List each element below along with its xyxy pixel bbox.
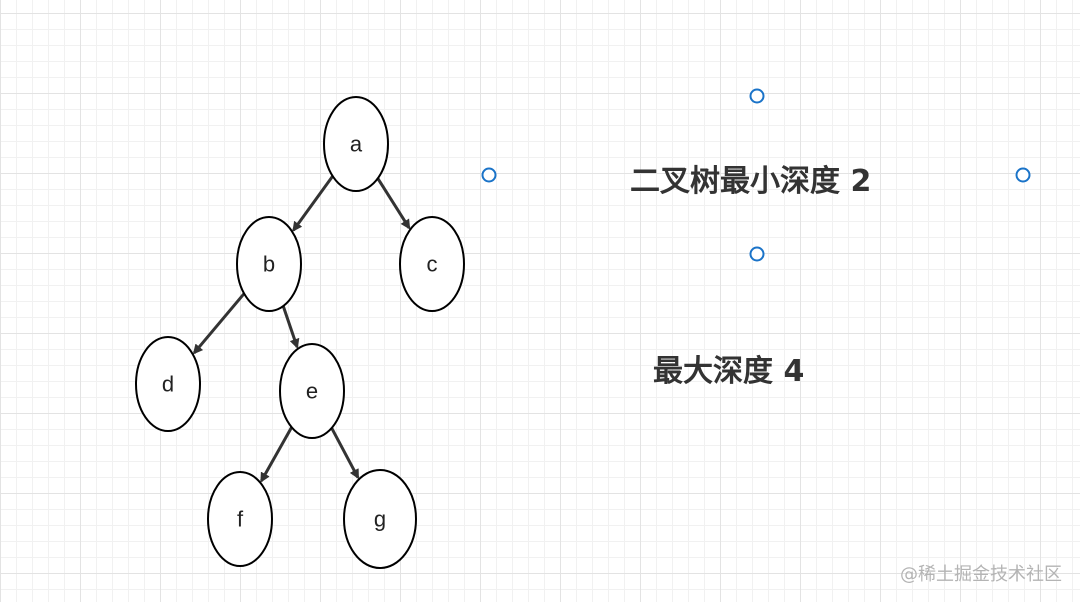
node-e-label: e xyxy=(306,379,318,404)
min-depth-label[interactable]: 二叉树最小深度 2 xyxy=(630,164,872,199)
node-e-shape xyxy=(279,343,345,439)
edge-b-e xyxy=(281,305,300,349)
edge-e-f xyxy=(260,426,293,483)
edges xyxy=(192,175,411,483)
edge-e-g xyxy=(330,427,360,480)
selection-handle-right[interactable] xyxy=(1015,167,1031,183)
nodes: a b c d e f g xyxy=(135,96,465,569)
node-a-shape xyxy=(323,96,389,192)
node-f-label: f xyxy=(237,507,244,532)
edge-b-d xyxy=(192,292,246,355)
watermark: @稀土掘金技术社区 xyxy=(900,564,1062,585)
node-g-shape xyxy=(343,469,417,569)
node-f-shape xyxy=(207,471,273,567)
node-c-shape xyxy=(399,216,465,312)
node-c[interactable]: c xyxy=(399,216,465,312)
node-g-label: g xyxy=(374,507,386,532)
node-e[interactable]: e xyxy=(279,343,345,439)
node-d[interactable]: d xyxy=(135,336,201,432)
max-depth-label[interactable]: 最大深度 4 xyxy=(653,354,805,389)
node-f[interactable]: f xyxy=(207,471,273,567)
selection-handle-bottom[interactable] xyxy=(749,246,765,262)
node-a-label: a xyxy=(350,132,363,157)
node-g[interactable]: g xyxy=(343,469,417,569)
node-a[interactable]: a xyxy=(323,96,389,192)
node-b-label: b xyxy=(263,252,275,277)
node-c-label: c xyxy=(427,252,438,277)
selection-handles xyxy=(481,88,1031,262)
edge-a-b xyxy=(292,175,334,232)
selection-handle-left[interactable] xyxy=(481,167,497,183)
node-b[interactable]: b xyxy=(236,216,302,312)
selection-handle-top[interactable] xyxy=(749,88,765,104)
edge-a-c xyxy=(376,177,411,230)
node-d-label: d xyxy=(162,372,174,397)
node-d-shape xyxy=(135,336,201,432)
node-b-shape xyxy=(236,216,302,312)
